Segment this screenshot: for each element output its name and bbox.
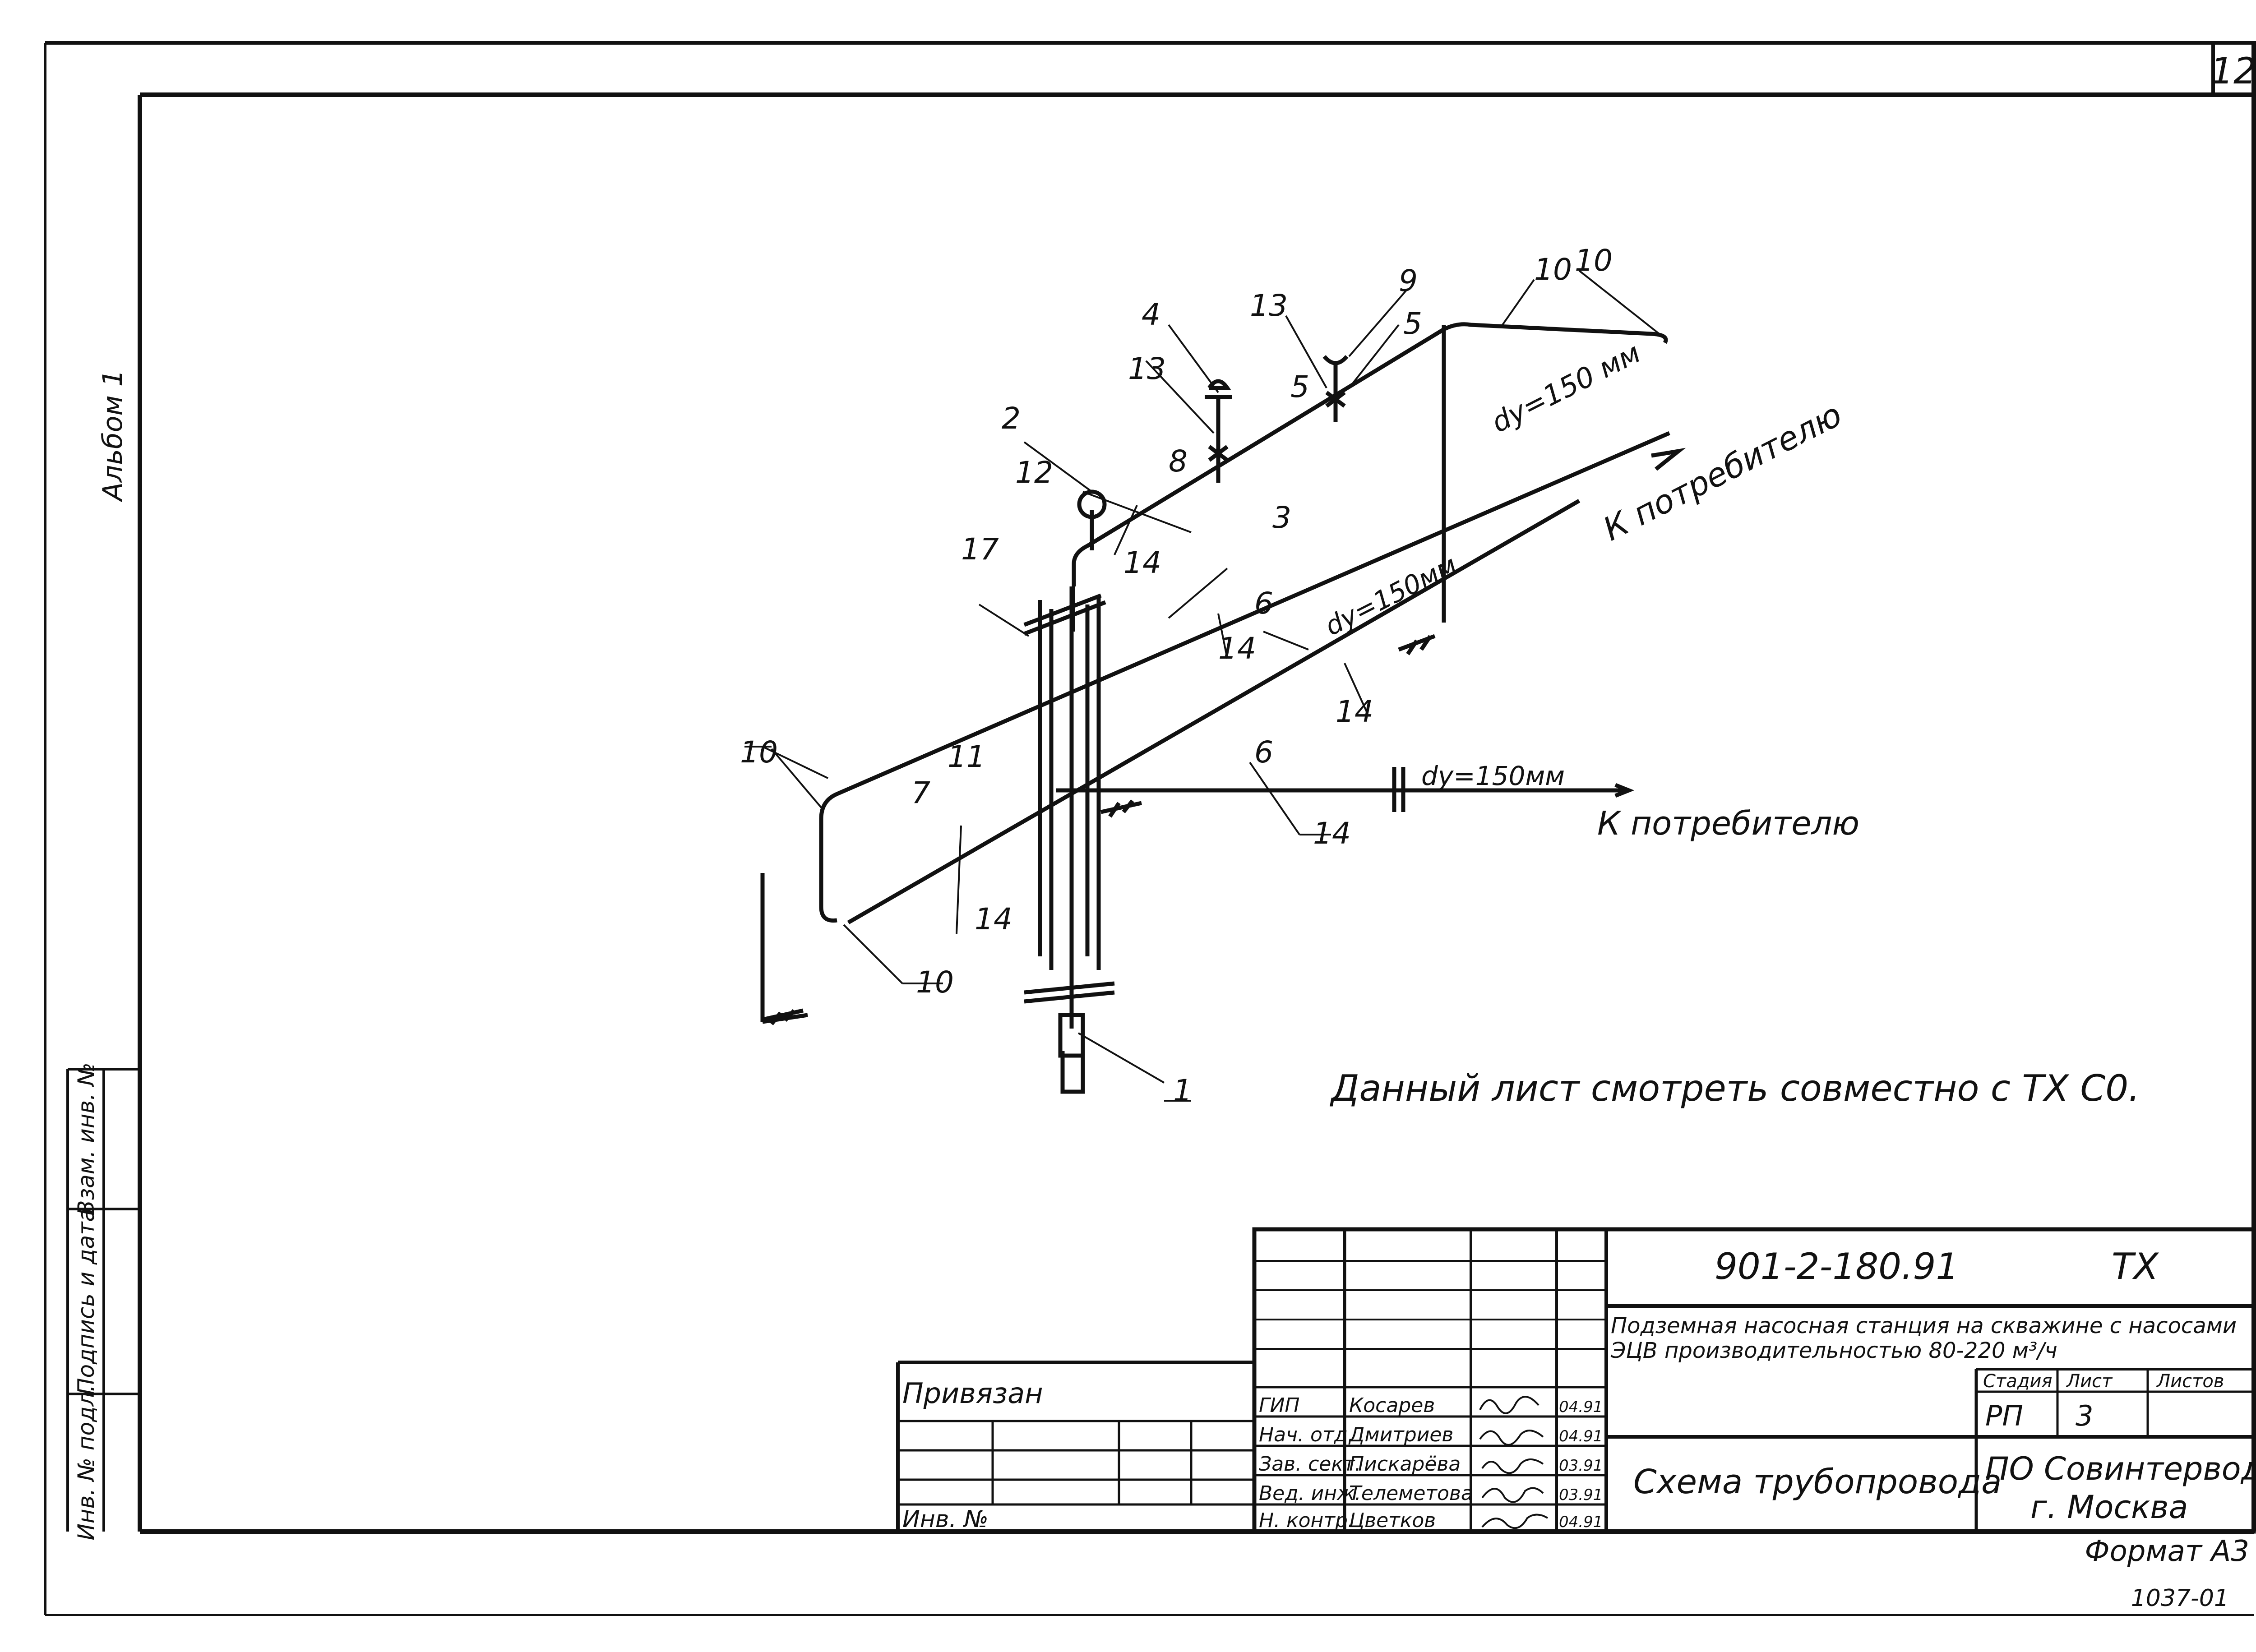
sheet-header: Лист bbox=[2066, 1371, 2113, 1392]
sig-name-3: Телеметова bbox=[1349, 1482, 1473, 1505]
doc-mark: ТХ bbox=[2112, 1246, 2159, 1287]
callout-13b: 13 bbox=[1250, 288, 1288, 323]
callout-17: 17 bbox=[961, 532, 999, 567]
sig-name-0: Косарев bbox=[1349, 1394, 1435, 1417]
callout-7: 7 bbox=[911, 775, 930, 810]
callout-3: 3 bbox=[1272, 500, 1291, 535]
callout-10c: 10 bbox=[1534, 252, 1572, 287]
stage-header: Стадия bbox=[1983, 1371, 2052, 1392]
format-label: Формат А3 bbox=[2085, 1535, 2250, 1568]
callout-10a: 10 bbox=[1575, 243, 1613, 278]
sheet-value: 3 bbox=[2076, 1399, 2093, 1432]
sig-date-3: 03.91 bbox=[1559, 1486, 1603, 1504]
callout-10e: 10 bbox=[916, 965, 954, 1000]
pipeline-diagram bbox=[760, 322, 1686, 1094]
callout-14c: 14 bbox=[1336, 694, 1373, 729]
leader-lines bbox=[744, 270, 1666, 1102]
project-title-line2: ЭЦВ производительностью 80-220 м³/ч bbox=[1610, 1338, 2057, 1363]
sig-role-3: Вед. инж. bbox=[1259, 1482, 1361, 1505]
project-title-line1: Подземная насосная станция на скважине с… bbox=[1611, 1313, 2237, 1338]
pipe-dy-label-middle: dу=150мм bbox=[1320, 549, 1461, 642]
callout-4: 4 bbox=[1142, 297, 1160, 332]
sheet-note: Данный лист смотреть совместно с ТХ С0. bbox=[1330, 1067, 2140, 1109]
sig-date-2: 03.91 bbox=[1559, 1457, 1603, 1475]
sig-date-0: 04.91 bbox=[1559, 1398, 1603, 1416]
pipe-dy-label-upper: dу=150 мм bbox=[1486, 336, 1646, 439]
callout-5b: 5 bbox=[1403, 306, 1422, 341]
doc-code: 901-2-180.91 bbox=[1715, 1246, 1959, 1287]
callout-14d: 14 bbox=[1313, 816, 1351, 851]
callout-12: 12 bbox=[1015, 455, 1053, 490]
org-line2: г. Москва bbox=[2030, 1489, 2188, 1526]
title-block-grid bbox=[896, 1227, 2256, 1534]
inv-no-label: Инв. № bbox=[902, 1506, 989, 1533]
sig-role-2: Зав. сект. bbox=[1259, 1453, 1361, 1476]
sig-date-1: 04.91 bbox=[1559, 1427, 1603, 1445]
callout-6a: 6 bbox=[1254, 586, 1273, 621]
stamp-podpis-data: Подпись и дата bbox=[73, 1208, 99, 1395]
callout-1: 1 bbox=[1173, 1073, 1192, 1108]
sheet-number: 12 bbox=[2210, 50, 2256, 92]
album-label: Альбом 1 bbox=[97, 369, 129, 503]
org-line1: ПО Совинтервод bbox=[1985, 1450, 2256, 1487]
to-consumer-label-lower: К потребителю bbox=[1597, 804, 1859, 842]
callout-14a: 14 bbox=[1123, 545, 1161, 580]
sig-role-1: Нач. отд. bbox=[1259, 1423, 1354, 1446]
callout-6b: 6 bbox=[1254, 735, 1273, 770]
callout-5a: 5 bbox=[1290, 369, 1309, 404]
stage-value: РП bbox=[1985, 1399, 2023, 1432]
callout-11: 11 bbox=[948, 739, 985, 774]
privyazan-label: Привязан bbox=[902, 1377, 1043, 1410]
sig-name-4: Цветков bbox=[1349, 1509, 1436, 1532]
callout-2: 2 bbox=[1002, 401, 1021, 436]
callout-14e: 14 bbox=[975, 902, 1012, 937]
sig-date-4: 04.91 bbox=[1559, 1513, 1603, 1531]
sig-role-0: ГИП bbox=[1259, 1394, 1300, 1417]
to-consumer-label-upper: К потребителю bbox=[1597, 395, 1848, 548]
sig-name-2: Пискарёва bbox=[1349, 1453, 1461, 1476]
sig-name-1: Дмитриев bbox=[1348, 1423, 1453, 1446]
stamp-vzam-inv: Взам. инв. № bbox=[73, 1062, 99, 1215]
sig-role-4: Н. контр. bbox=[1259, 1509, 1354, 1532]
callout-9: 9 bbox=[1399, 263, 1418, 298]
drawing-title: Схема трубопровода bbox=[1633, 1463, 2002, 1501]
sheet-border bbox=[44, 41, 2256, 1616]
sheets-header: Листов bbox=[2156, 1371, 2224, 1392]
pipe-dy-label-branch: dу=150мм bbox=[1421, 761, 1565, 791]
stamp-inv-podl: Инв. № подл. bbox=[73, 1385, 99, 1541]
footer-code: 1037-01 bbox=[2131, 1585, 2229, 1612]
callout-14b: 14 bbox=[1218, 631, 1256, 666]
callout-13a: 13 bbox=[1128, 351, 1166, 386]
left-stamp bbox=[66, 1068, 140, 1532]
signature-scribbles bbox=[1479, 1396, 1549, 1529]
callout-8: 8 bbox=[1169, 444, 1188, 479]
callout-10d: 10 bbox=[740, 735, 778, 770]
